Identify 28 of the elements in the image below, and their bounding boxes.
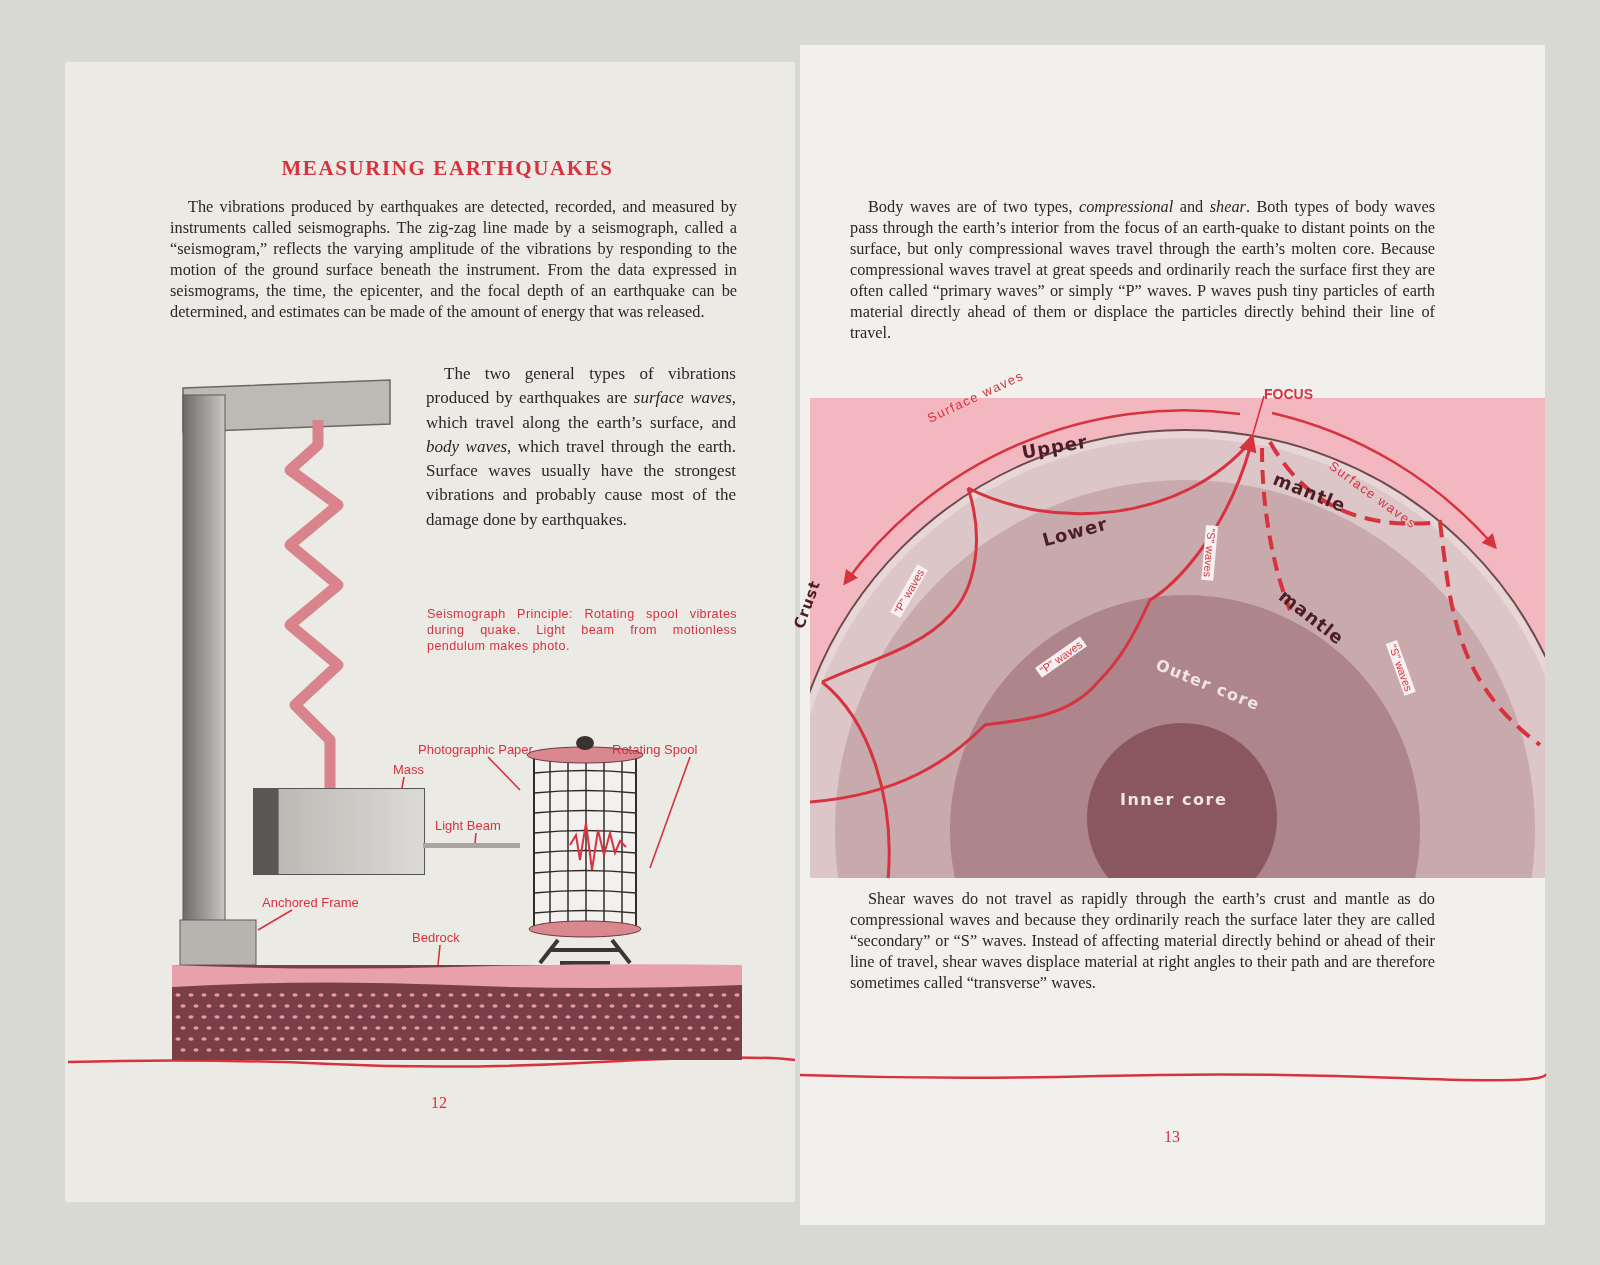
figure-caption: Seismograph Principle: Rotating spool vibrates during quake. Light beam from motionless pendulum makes photo.: [427, 606, 737, 654]
layer-label: Upper: [1020, 430, 1090, 463]
light-beam: [423, 843, 520, 848]
mass-block: [253, 788, 425, 875]
leader-line: [1252, 395, 1265, 435]
callout-label: Bedrock: [412, 930, 460, 945]
leader-line: [487, 756, 521, 791]
page-number: 13: [1164, 1128, 1180, 1146]
body-paragraph: The vibrations produced by earthquakes are detected, recorded, and measured by instruments called seismographs. The zig-zag line made by a seismograph, called a “seismogram,” reflects the varying amplitude of the vibrations by responding to the motion of the ground surface beneath the instrument. From the data expressed in seismograms, the time, the epicenter, and the focal depth of an earthquake can be determined, and estimates can be made of the amount of energy that was released.: [170, 196, 737, 322]
layer-label: Inner core: [1120, 790, 1228, 809]
leader-line: [649, 756, 691, 869]
leader-line: [474, 832, 477, 844]
callout-label: Photographic Paper: [418, 742, 533, 757]
frame-drawing: [178, 395, 258, 965]
leader-line: [437, 944, 441, 966]
body-paragraph: The two general types of vibrations produced by earthquakes are surface waves, which travel along the earth’s surface, and body waves, which travel through the earth. Surface waves usually have the strongest vibrations and probably cause most of the damage done by earthquakes.: [426, 363, 736, 531]
leader-line: [401, 776, 405, 789]
callout-label: FOCUS: [1264, 386, 1313, 402]
body-paragraph: Body waves are of two types, compressional and shear. Both types of body waves pass through the earth’s interior from the focus of an earth-quake to distant points on the surface, but only compressional waves travel through the earth’s molten core. Because compressional waves travel at great speeds and ordinarily reach the surface first they are often called “primary waves” or simply “P” waves. P waves push tiny particles of earth material directly ahead of them or displace the particles directly behind their line of travel.: [850, 196, 1435, 343]
bedrock-drawing: [172, 965, 742, 1060]
page-number: 12: [431, 1094, 447, 1112]
page-title: MEASURING EARTHQUAKES: [280, 156, 615, 181]
callout-label: Light Beam: [435, 818, 501, 833]
leader-line: [257, 909, 293, 931]
callout-label: Mass: [393, 762, 425, 777]
layer-label: Lower: [1040, 512, 1110, 551]
callout-label: Anchored Frame: [262, 895, 359, 910]
body-paragraph: Shear waves do not travel as rapidly through the earth’s crust and mantle as do compressional waves and because they ordinarily reach the surface later they are called “secondary” or “S” waves. Instead of affecting material directly behind or ahead of their line of travel, shear waves displace material at right angles to their path and are therefore sometimes called “transverse” waves.: [850, 888, 1435, 993]
